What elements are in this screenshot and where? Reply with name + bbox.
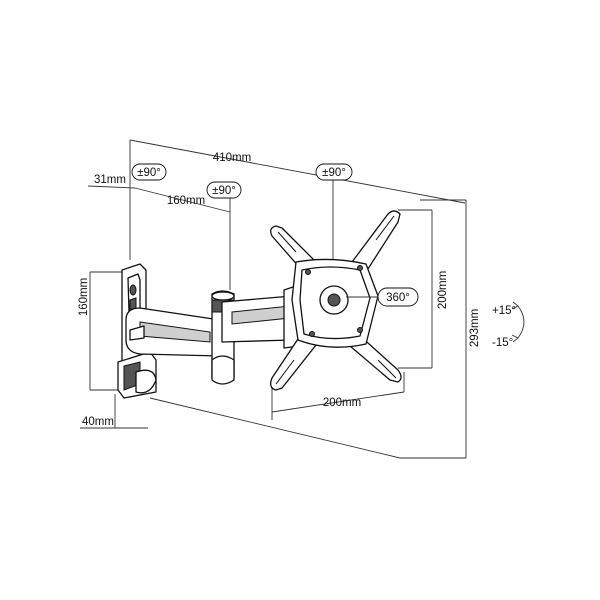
elbow-swivel-callout: ±90° [206, 181, 242, 199]
wall-plate-depth-label: 40mm [82, 416, 114, 428]
elbow-swivel-label: ±90° [212, 185, 236, 197]
vesa-horizontal-label: 200mm [323, 397, 361, 409]
total-width-label: 410mm [213, 152, 251, 164]
wall-plate-height-label: 160mm [78, 278, 90, 316]
vesa-plate [270, 210, 402, 391]
arm-first-section [125, 307, 221, 357]
wall-swivel-callout: ±90° [131, 163, 167, 181]
rotation-label: 360° [386, 292, 410, 304]
arm-length-label: 160mm [167, 195, 205, 207]
rotation-callout: 360° [346, 287, 419, 307]
dimension-lines [80, 139, 525, 459]
head-swivel-label: ±90° [322, 167, 346, 179]
total-height-label: 293mm [469, 309, 481, 347]
vesa-vertical-label: 200mm [437, 271, 449, 309]
wall-swivel-label: ±90° [137, 167, 161, 179]
tilt-up-label: +15° [492, 305, 516, 317]
tilt-down-label: -15° [492, 337, 513, 349]
wall-offset-label: 31mm [94, 174, 126, 186]
head-swivel-callout: ±90° [315, 163, 353, 181]
